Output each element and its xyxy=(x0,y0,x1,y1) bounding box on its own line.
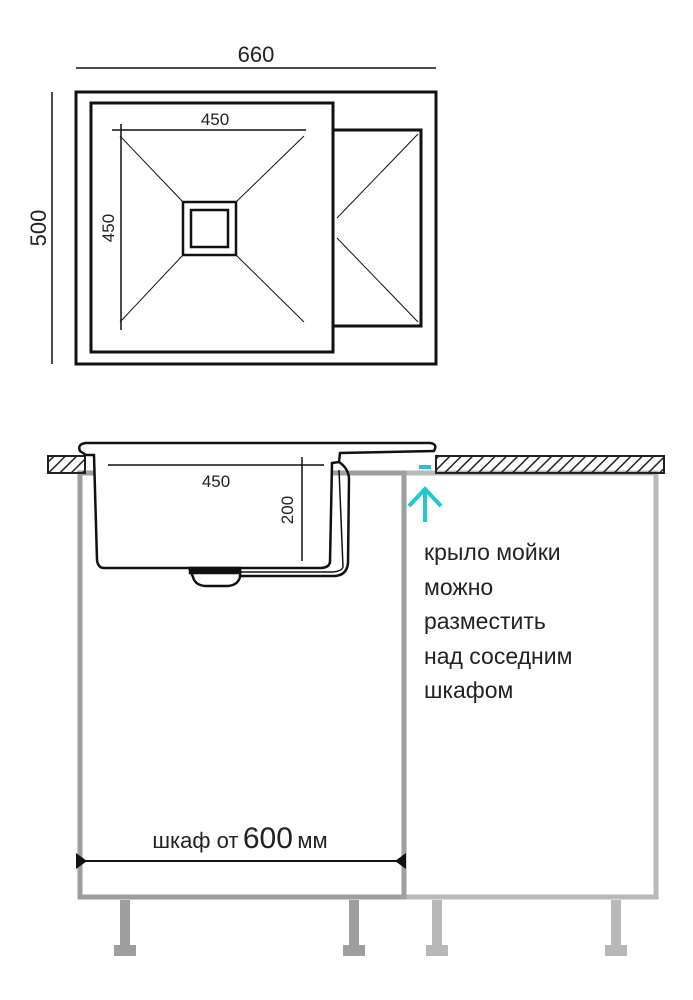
right-cabinet-legs xyxy=(426,900,627,956)
note-line: разместить xyxy=(424,608,546,634)
side-bowl-depth-label: 200 xyxy=(278,496,297,524)
cabinet-width-label: шкаф от 600 мм xyxy=(152,822,327,855)
bowl-depth-label: 450 xyxy=(99,214,118,242)
note-line: над соседним xyxy=(424,643,572,669)
cabinet-dimension: шкаф от 600 мм xyxy=(76,822,406,869)
wing-note: крыло мойки можно разместить над соседни… xyxy=(424,539,572,703)
drain-inner xyxy=(189,208,230,249)
sink-outline xyxy=(74,90,438,366)
overall-depth-label: 500 xyxy=(26,210,51,247)
overall-width-label: 660 xyxy=(238,42,275,67)
drain-outer xyxy=(181,200,238,257)
sink-side-profile xyxy=(78,441,437,588)
side-bowl-width-label: 450 xyxy=(202,472,230,491)
note-line: можно xyxy=(424,574,493,600)
top-view xyxy=(51,67,438,366)
note-line: крыло мойки xyxy=(424,539,561,565)
bowl-slope-lines xyxy=(119,133,419,323)
drainboard-outline xyxy=(331,128,423,328)
arrow-up-icon xyxy=(407,465,443,522)
left-cabinet-legs xyxy=(114,900,365,956)
countertop xyxy=(47,455,665,474)
bowl-width-label: 450 xyxy=(201,110,229,129)
note-line: шкафом xyxy=(424,677,513,703)
